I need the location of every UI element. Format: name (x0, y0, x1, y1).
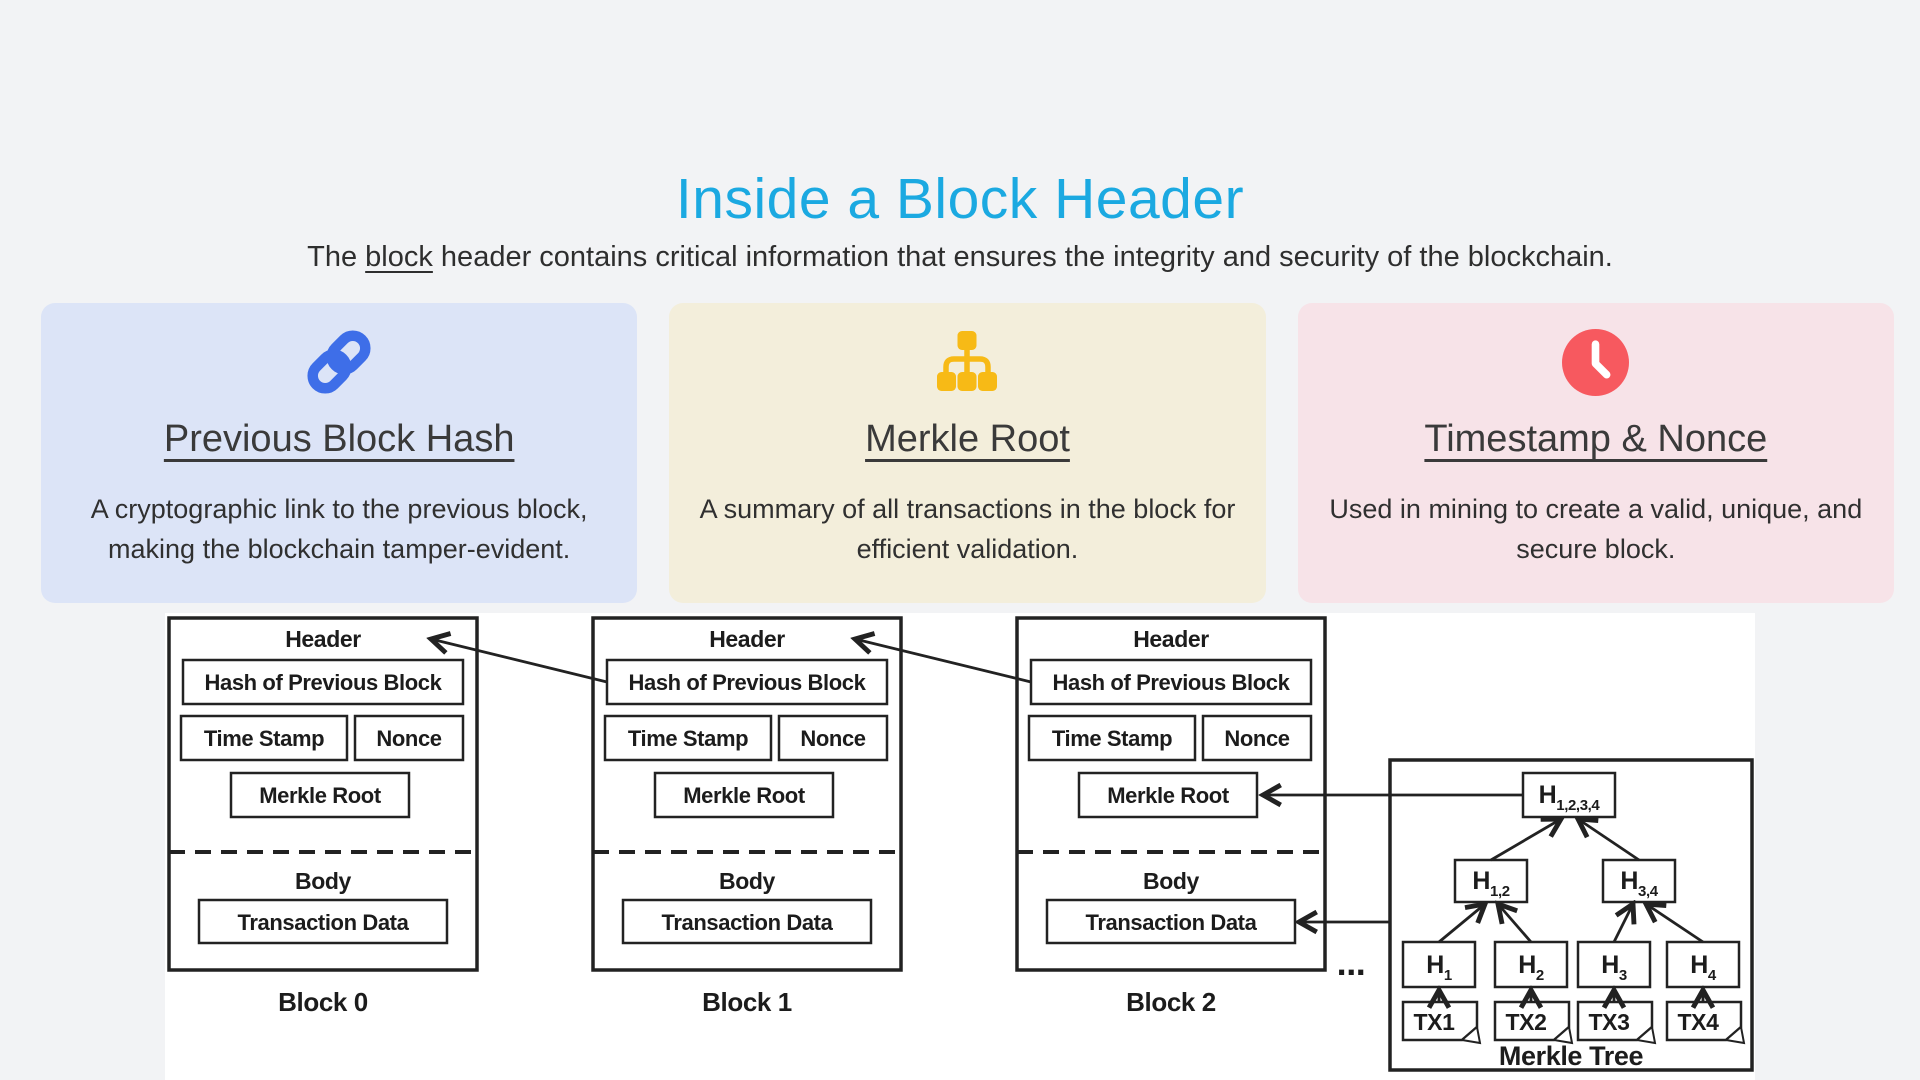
subtitle-suffix: header contains critical information tha… (432, 241, 1613, 273)
hash-of-previous-block-label: Hash of Previous Block (629, 670, 867, 695)
transaction-doc-fold (1551, 1025, 1574, 1045)
merkle-level2-label: H1,2 (1472, 867, 1509, 900)
leaf-to-level2-arrow (1646, 904, 1704, 944)
block-header-label: Header (285, 626, 361, 652)
time-stamp-label: Time Stamp (1052, 726, 1172, 751)
transaction-data-label: Transaction Data (238, 910, 410, 935)
sitemap-icon (937, 331, 998, 391)
card-title-merkle-root[interactable]: Merkle Root (865, 418, 1070, 460)
merkle-root-label: Merkle Root (259, 783, 382, 808)
card-previous-block-hash: Previous Block Hash A cryptographic link… (41, 303, 638, 603)
merkle-root-label: Merkle Root (1107, 783, 1230, 808)
level2-to-root-arrow (1490, 819, 1561, 862)
transaction-doc-fold (1723, 1025, 1746, 1045)
nonce-label: Nonce (800, 726, 865, 751)
transaction-label: TX2 (1506, 1009, 1547, 1035)
card-title-previous-block-hash[interactable]: Previous Block Hash (163, 418, 515, 460)
subtitle-prefix: The (307, 241, 366, 273)
merkle-level2-box (1601, 858, 1677, 904)
transaction-data-label: Transaction Data (662, 910, 834, 935)
prev-hash-arrow (431, 639, 608, 684)
time-stamp-box (1027, 714, 1197, 762)
transaction-label: TX1 (1414, 1009, 1456, 1035)
merkle-root-box (229, 771, 411, 819)
merkle-root-box (1077, 771, 1259, 819)
nonce-label: Nonce (1224, 726, 1289, 751)
hash-of-previous-block-label: Hash of Previous Block (1053, 670, 1291, 695)
leaf-to-level2-arrow (1612, 904, 1633, 943)
merkle-tree-caption: Merkle Tree (1499, 1041, 1644, 1071)
block-name-label: Block 1 (702, 987, 792, 1017)
chain-link-icon (307, 330, 371, 394)
merkle-level2-label: H3,4 (1620, 867, 1658, 900)
card-icon-slot (299, 319, 379, 405)
leaf-to-level2-arrow (1438, 904, 1485, 944)
block-body-label: Body (1143, 868, 1200, 894)
prev-hash-arrow (855, 639, 1032, 684)
card-merkle-root: Merkle Root A summary of all transaction… (669, 303, 1266, 603)
subtitle-block-link[interactable]: block (365, 241, 433, 273)
time-stamp-label: Time Stamp (628, 726, 748, 751)
time-stamp-label: Time Stamp (204, 726, 324, 751)
transaction-data-box (621, 898, 873, 945)
info-cards: Previous Block Hash A cryptographic link… (41, 303, 1894, 603)
merkle-root-label: Merkle Root (683, 783, 806, 808)
transaction-data-box (1045, 898, 1297, 945)
transaction-doc-fold (1459, 1025, 1482, 1045)
merkle-leaf-label: H3 (1601, 951, 1627, 984)
card-description: A cryptographic link to the previous blo… (90, 494, 588, 564)
hash-of-previous-block-box (181, 658, 465, 706)
time-stamp-box (179, 714, 349, 762)
merkle-leaf-box (1665, 940, 1741, 989)
merkle-leaf-label: H4 (1690, 951, 1717, 984)
hash-of-previous-block-box (605, 658, 889, 706)
block-body-label: Body (295, 868, 352, 894)
hash-of-previous-block-label: Hash of Previous Block (205, 670, 443, 695)
card-title-timestamp-nonce[interactable]: Timestamp & Nonce (1424, 418, 1768, 460)
merkle-root-box (653, 771, 835, 819)
card-icon-slot (1562, 319, 1630, 405)
transaction-data-label: Transaction Data (1086, 910, 1258, 935)
block-name-label: Block 0 (278, 987, 368, 1017)
continuation-ellipsis: ... (1337, 942, 1366, 983)
block-header-label: Header (1133, 626, 1209, 652)
merkle-leaf-label: H1 (1426, 951, 1452, 984)
level2-to-root-arrow (1578, 819, 1640, 862)
card-icon-slot (934, 319, 1000, 405)
transaction-label: TX4 (1678, 1009, 1720, 1035)
hash-of-previous-block-box (1029, 658, 1313, 706)
merkle-level2-box (1453, 858, 1529, 904)
merkle-leaf-box (1493, 940, 1569, 989)
block-header-label: Header (709, 626, 785, 652)
nonce-box (1201, 714, 1313, 762)
card-timestamp-nonce: Timestamp & Nonce Used in mining to crea… (1297, 303, 1894, 603)
page-title: Inside a Block Header (675, 167, 1245, 231)
block-name-label: Block 2 (1126, 987, 1216, 1017)
clock-icon (1562, 328, 1630, 396)
transaction-label: TX3 (1589, 1009, 1630, 1035)
card-description: A summary of all transactions in the blo… (699, 494, 1236, 564)
block-body-label: Body (719, 868, 776, 894)
merkle-root-node-label: H1,2,3,4 (1539, 781, 1601, 814)
nonce-label: Nonce (376, 726, 441, 751)
merkle-leaf-label: H2 (1518, 951, 1544, 984)
transaction-doc-fold (1634, 1025, 1657, 1045)
nonce-box (353, 714, 465, 762)
time-stamp-box (603, 714, 773, 762)
nonce-box (777, 714, 889, 762)
transaction-data-box (197, 898, 449, 945)
card-description: Used in mining to create a valid, unique… (1329, 494, 1863, 564)
leaf-to-level2-arrow (1498, 904, 1533, 943)
page-subtitle: The block header contains critical infor… (0, 241, 1920, 274)
